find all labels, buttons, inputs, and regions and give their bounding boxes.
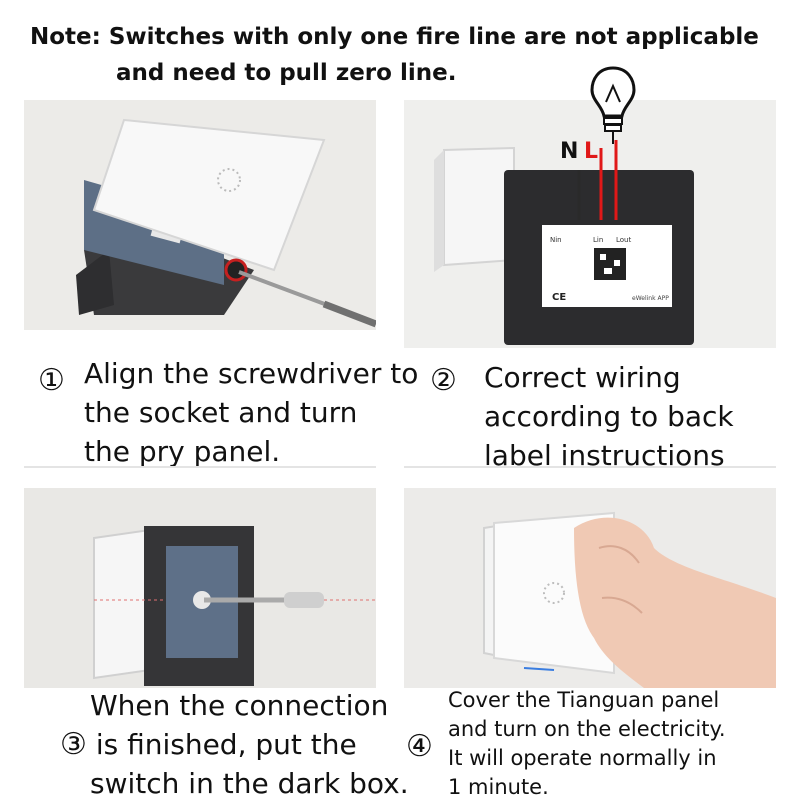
pry-panel-illustration bbox=[24, 100, 376, 330]
step-2-line-2: according to back bbox=[484, 400, 734, 433]
terminal-nin: Nin bbox=[550, 236, 562, 244]
photo-cover-panel bbox=[404, 488, 776, 688]
insert-box-illustration bbox=[24, 488, 376, 688]
step-3-line-3: switch in the dark box. bbox=[90, 767, 409, 800]
photo-wiring: N L Nin Lin Lout CE eWelink APP bbox=[404, 100, 776, 348]
step-2-caption: Correct wiring according to back label i… bbox=[484, 358, 734, 475]
step-4-number: ④ bbox=[406, 729, 433, 764]
step-4-line-1: Cover the Tianguan panel bbox=[448, 688, 720, 712]
divider-left bbox=[24, 466, 376, 468]
step-2-line-1: Correct wiring bbox=[484, 361, 681, 394]
step-1-line-1: Align the screwdriver to bbox=[84, 357, 419, 390]
note-line-2: and need to pull zero line. bbox=[116, 60, 457, 86]
step-1-line-3: the pry panel. bbox=[84, 435, 281, 468]
ce-mark: CE bbox=[552, 292, 566, 303]
step-1-line-2: the socket and turn bbox=[84, 396, 358, 429]
step-3-number: ③ bbox=[60, 727, 87, 762]
note-line-1: Note: Switches with only one fire line a… bbox=[30, 24, 759, 50]
step-4-line-3: It will operate normally in bbox=[448, 746, 717, 770]
step-2-number: ② bbox=[430, 363, 457, 398]
bulb-icon bbox=[590, 66, 636, 144]
divider-right bbox=[404, 466, 776, 468]
live-label: L bbox=[584, 139, 598, 164]
step-1-number: ① bbox=[38, 363, 65, 398]
photo-pry-panel bbox=[24, 100, 376, 330]
app-label: eWelink APP bbox=[632, 295, 669, 302]
wiring-illustration: N L Nin Lin Lout CE eWelink APP bbox=[404, 100, 776, 348]
photo-insert-box bbox=[24, 488, 376, 688]
step-4-caption: Cover the Tianguan panel and turn on the… bbox=[448, 686, 726, 802]
qr-code-icon bbox=[594, 248, 626, 280]
step-4-line-2: and turn on the electricity. bbox=[448, 717, 726, 741]
terminal-lout: Lout bbox=[616, 236, 631, 244]
step-3-line-2: ③ is finished, put the bbox=[60, 725, 409, 764]
step-2-line-3: label instructions bbox=[484, 439, 725, 472]
step-1-caption: Align the screwdriver to the socket and … bbox=[84, 354, 418, 471]
step-4-line-4: 1 minute. bbox=[448, 775, 549, 799]
step-3-caption: When the connection ③ is finished, put t… bbox=[60, 686, 409, 803]
cover-panel-illustration bbox=[404, 488, 776, 688]
step-3-line-1: When the connection bbox=[90, 689, 389, 722]
step-3-line-2-text: is finished, put the bbox=[95, 728, 357, 761]
neutral-label: N bbox=[560, 139, 578, 164]
terminal-lin: Lin bbox=[593, 236, 603, 244]
